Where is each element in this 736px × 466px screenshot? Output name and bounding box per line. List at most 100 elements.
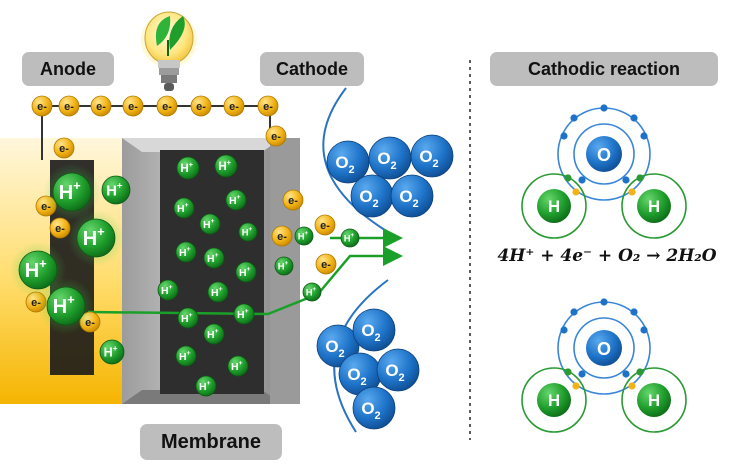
proton: H+ [199, 213, 221, 235]
svg-text:H: H [548, 197, 560, 216]
svg-text:H+: H+ [278, 260, 289, 272]
proton: H+ [175, 241, 197, 263]
oxygen-molecule: O2 [376, 348, 420, 392]
proton: H+ [43, 163, 101, 221]
svg-text:H+: H+ [344, 232, 355, 244]
electron: e- [265, 125, 287, 147]
svg-text:H+: H+ [306, 286, 317, 298]
svg-text:O: O [597, 339, 611, 359]
electron: e- [31, 95, 53, 117]
electron: e- [156, 95, 178, 117]
svg-text:H+: H+ [181, 312, 193, 325]
water-molecule-bottom: O H H [521, 298, 687, 433]
oxygen-molecule: O2 [350, 174, 394, 218]
proton: H+ [225, 189, 247, 211]
svg-text:H+: H+ [211, 286, 223, 299]
svg-text:H+: H+ [239, 266, 251, 279]
svg-text:e-: e- [64, 101, 74, 113]
svg-text:O: O [597, 145, 611, 165]
oxygen-molecule: O2 [368, 136, 412, 180]
svg-text:H+: H+ [177, 202, 189, 215]
svg-text:e-: e- [271, 131, 281, 143]
proton: H+ [238, 222, 258, 242]
oxygen-molecule: O2 [410, 134, 454, 178]
svg-text:H+: H+ [199, 380, 211, 393]
svg-text:H+: H+ [207, 252, 219, 265]
oxygen-molecule: O2 [390, 174, 434, 218]
svg-text:e-: e- [321, 259, 331, 271]
electron: e- [58, 95, 80, 117]
electron: e- [90, 95, 112, 117]
oxygen-molecule: O2 [338, 352, 382, 396]
oxygen-molecule: O2 [326, 140, 370, 184]
svg-text:e-: e- [229, 101, 239, 113]
hydrogen-atom: H [537, 383, 571, 417]
anode-label: Anode [22, 52, 114, 86]
external-wire [41, 105, 271, 160]
cathodic-reaction-equation: 4H⁺ + 4e⁻ + O₂ → 2H₂O [497, 246, 717, 266]
proton: H+ [274, 256, 294, 276]
electron: e- [271, 225, 293, 247]
svg-text:H+: H+ [207, 328, 219, 341]
oxygen-atom: O [586, 330, 622, 366]
proton: H+ [203, 323, 225, 345]
svg-text:e-: e- [55, 223, 65, 235]
electron: e- [223, 95, 245, 117]
proton: H+ [101, 175, 131, 205]
svg-text:H+: H+ [231, 360, 243, 373]
svg-text:e-: e- [196, 101, 206, 113]
proton: H+ [37, 277, 95, 335]
svg-text:H+: H+ [179, 350, 191, 363]
proton: H+ [340, 228, 360, 248]
svg-text:e-: e- [31, 297, 41, 309]
electron: e- [53, 137, 75, 159]
proton: H+ [235, 261, 257, 283]
svg-text:H: H [548, 391, 560, 410]
proton: H+ [214, 154, 238, 178]
proton: H+ [195, 375, 217, 397]
cathode-label: Cathode [260, 52, 364, 86]
svg-text:H+: H+ [203, 218, 215, 231]
svg-text:e-: e- [162, 101, 172, 113]
proton: H+ [173, 197, 195, 219]
proton: H+ [207, 281, 229, 303]
svg-text:H+: H+ [229, 194, 241, 207]
electron: e- [49, 217, 71, 239]
svg-text:e-: e- [85, 317, 95, 329]
svg-text:H+: H+ [179, 246, 191, 259]
svg-text:H: H [648, 197, 660, 216]
svg-text:H: H [648, 391, 660, 410]
proton: H+ [177, 307, 199, 329]
svg-text:e-: e- [277, 231, 287, 243]
proton: H+ [157, 279, 179, 301]
proton: H+ [99, 339, 125, 365]
hydrogen-atom: H [637, 189, 671, 223]
svg-text:e-: e- [41, 201, 51, 213]
svg-text:e-: e- [288, 195, 298, 207]
cathodic-reaction-title: Cathodic reaction [490, 52, 718, 86]
water-molecule-layer: O H H O H H [521, 104, 687, 433]
proton: H+ [176, 156, 200, 180]
electron: e- [314, 214, 336, 236]
proton: H+ [302, 282, 322, 302]
svg-text:H+: H+ [242, 226, 253, 238]
svg-text:H+: H+ [237, 308, 249, 321]
svg-text:e-: e- [96, 101, 106, 113]
oxygen-molecule: O2 [352, 308, 396, 352]
electron-layer: e-e-e-e-e-e-e-e-e-e-e-e-e-e-e-e-e-e- [25, 95, 337, 333]
electron: e- [282, 189, 304, 211]
proton: H+ [294, 226, 314, 246]
hydrogen-atom: H [537, 189, 571, 223]
svg-text:e-: e- [128, 101, 138, 113]
svg-text:e-: e- [37, 101, 47, 113]
electron: e- [190, 95, 212, 117]
svg-text:H+: H+ [161, 284, 173, 297]
electron: e- [257, 95, 279, 117]
water-molecule-top: O H H [521, 104, 687, 239]
proton: H+ [203, 247, 225, 269]
proton: H+ [67, 209, 125, 267]
leaf-icon [155, 16, 185, 56]
